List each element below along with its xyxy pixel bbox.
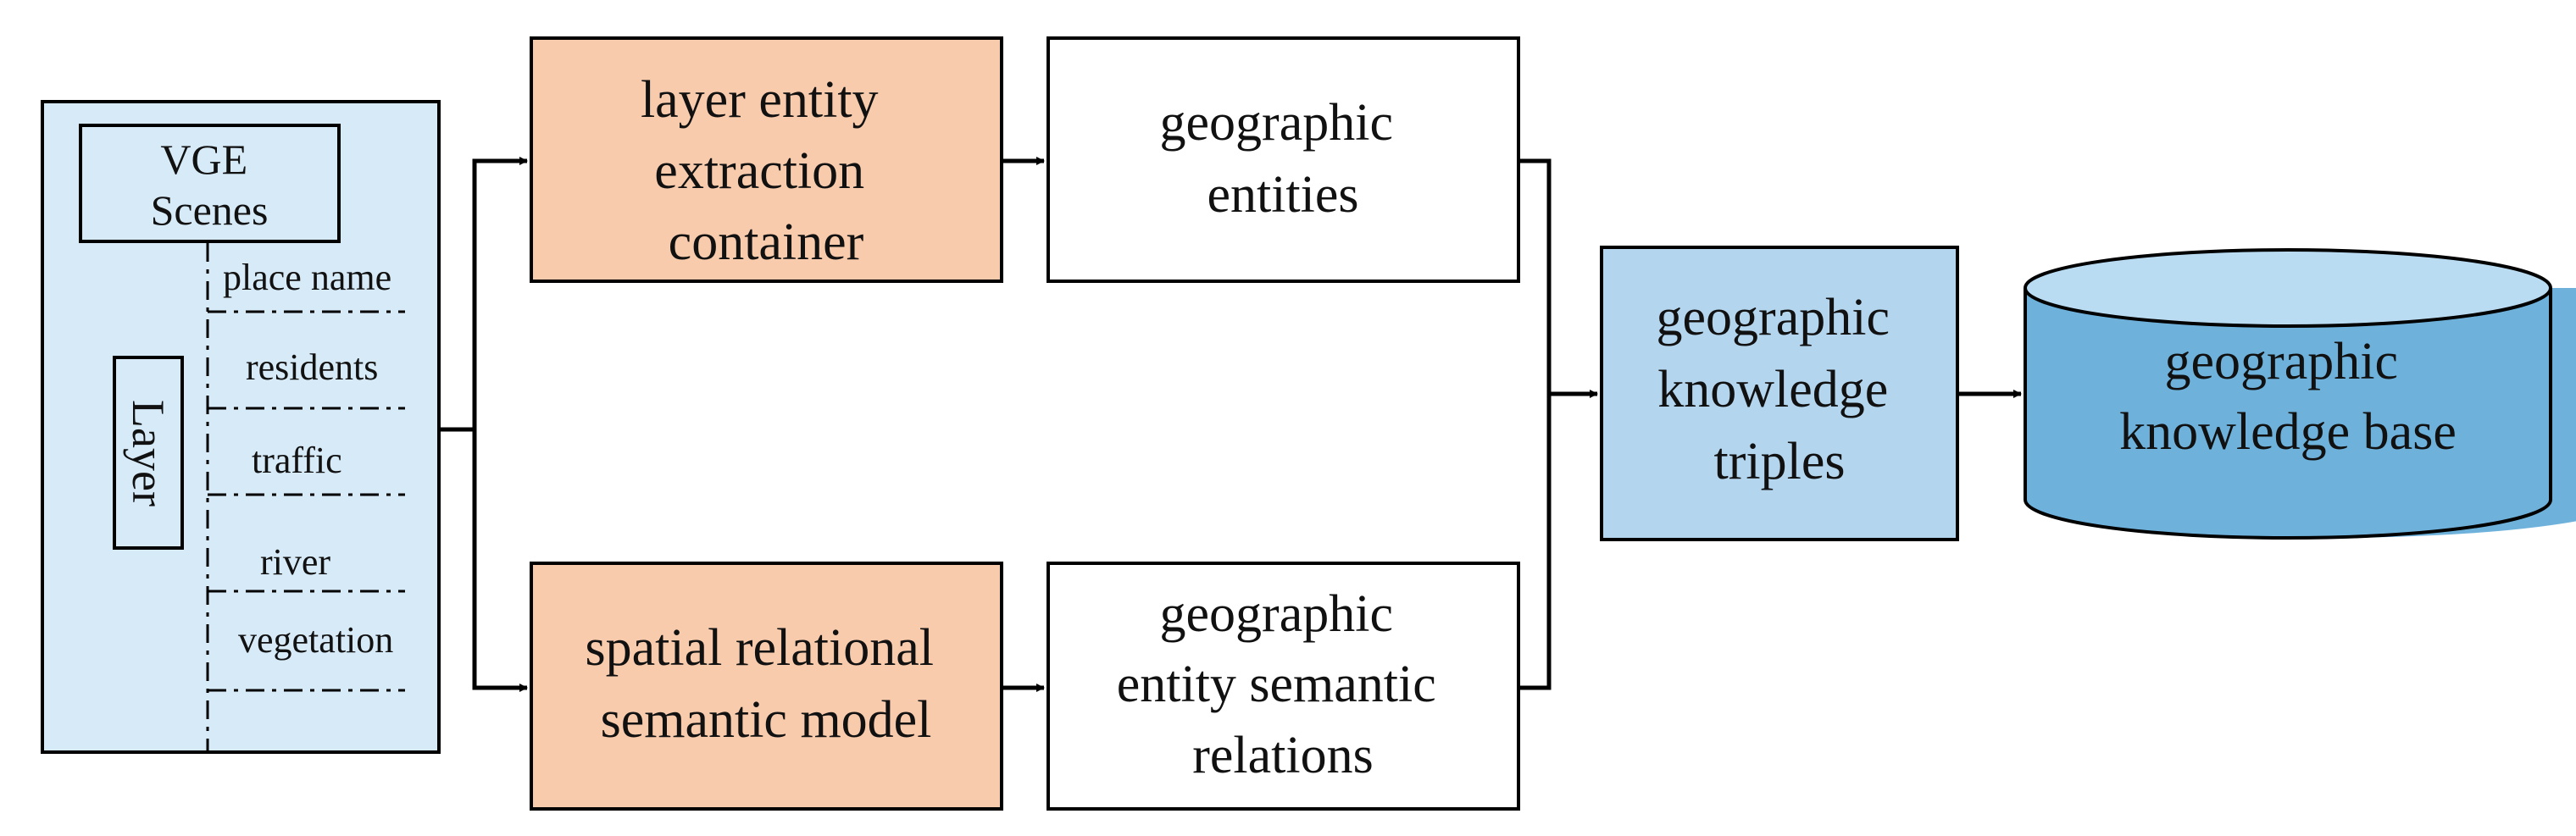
semantic-model-label: spatial relational semantic model [586,619,947,749]
knowledge-triples-label: geographic knowledge triples [1657,289,1903,490]
semantic-model-box [530,562,1003,811]
layer-label-box [113,356,184,550]
layer-label: Layer [123,400,174,507]
vge-scenes-title: VGE Scenes [151,136,269,234]
layer-item-river: river [260,541,330,583]
layer-item-residents: residents [246,346,378,388]
extraction-container-label: layer entity extraction container [641,71,891,271]
layer-item-place-name: place name [223,257,391,298]
entity-semantic-relations-box [1046,562,1520,811]
layer-item-vegetation: vegetation [238,619,393,661]
knowledge-base-label: geographic knowledge base [2119,333,2457,461]
geographic-entities-label: geographic entities [1160,94,1407,224]
panel-to-extraction-arrow [439,157,528,432]
entity-semantic-relations-label: geographic entity semantic relations [1117,585,1450,784]
relations-to-merge-line [1518,394,1552,690]
vge-scenes-box [79,124,341,243]
extraction-container-box [530,36,1003,283]
layer-item-traffic: traffic [252,440,342,481]
panel-to-semantic-model-arrow [472,429,528,692]
knowledge-triples-box [1600,246,1959,541]
knowledge-base-cylinder [2024,248,2576,540]
geographic-entities-box [1046,36,1520,283]
entities-to-merge-line [1518,158,1552,394]
